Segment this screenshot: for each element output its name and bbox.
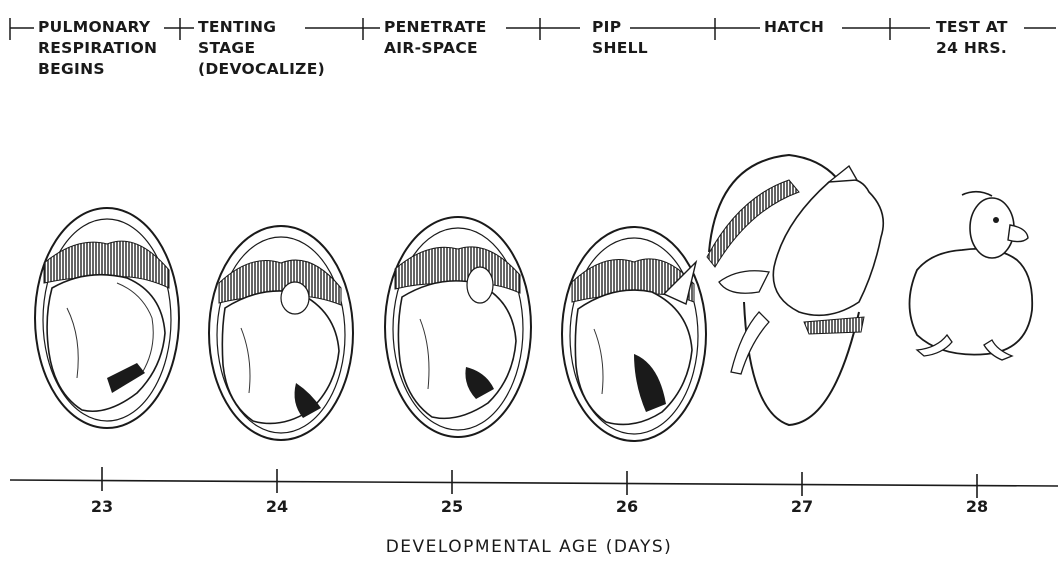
embryo-pipping-egg-icon: [562, 227, 706, 441]
day-axis: [10, 467, 1058, 498]
day-label-26: 26: [607, 497, 647, 516]
axis-title: DEVELOPMENTAL AGE (DAYS): [0, 537, 1058, 557]
day-label-28: 28: [957, 497, 997, 516]
stage-label-pulmonary-respiration: PULMONARY RESPIRATION BEGINS: [38, 17, 157, 80]
embryo-in-egg-icon: [35, 208, 179, 428]
stage-label-penetrate-air-space: PENETRATE AIR-SPACE: [384, 17, 487, 59]
embryo-in-egg-icon: [209, 226, 353, 440]
day-label-23: 23: [82, 497, 122, 516]
stage-label-pip-shell: PIP SHELL: [592, 17, 648, 59]
stage-label-hatch: HATCH: [764, 17, 824, 38]
stage-label-tenting-stage: TENTING STAGE (DEVOCALIZE): [198, 17, 325, 80]
day-label-27: 27: [782, 497, 822, 516]
hatching-duckling-icon: [707, 155, 883, 425]
duckling-icon: [910, 192, 1033, 360]
stage-timeline: [10, 18, 1056, 40]
day-label-25: 25: [432, 497, 472, 516]
embryo-in-egg-icon: [385, 217, 531, 437]
day-label-24: 24: [257, 497, 297, 516]
stage-label-test-at-24-hrs: TEST AT 24 HRS.: [936, 17, 1008, 59]
